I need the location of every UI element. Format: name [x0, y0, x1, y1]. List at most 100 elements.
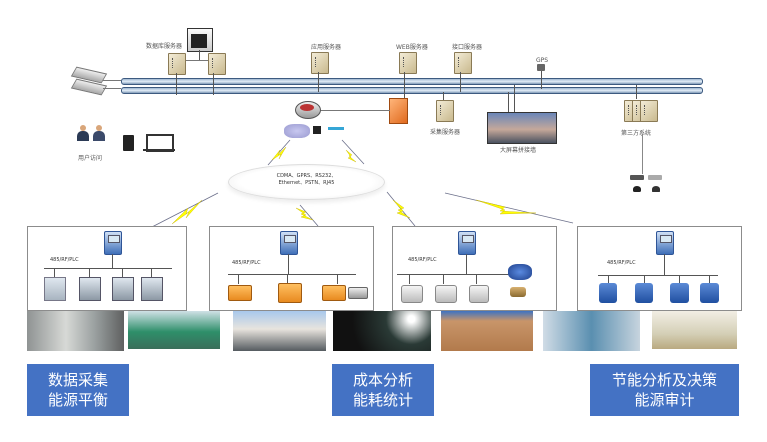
gas-meter-icon — [599, 283, 617, 303]
gas-meter-icon — [700, 283, 719, 303]
connector — [318, 72, 319, 92]
web-server-icon — [399, 52, 417, 74]
video-wall-display — [487, 112, 557, 144]
field-panel-water: 485/RF/PLC — [392, 226, 557, 311]
photo-green-glass-building — [128, 311, 220, 349]
database-server-icon — [208, 53, 226, 75]
connector — [664, 254, 665, 275]
database-server-icon — [168, 53, 186, 75]
connector — [466, 254, 467, 274]
interface-server-icon — [454, 52, 472, 74]
connector — [89, 268, 90, 277]
caption-line2: 能源审计 — [634, 391, 695, 409]
terminal-icon — [313, 126, 321, 134]
user-access-label: 用户访问 — [78, 155, 103, 162]
field-bus — [598, 275, 718, 276]
electric-meter-icon — [79, 277, 101, 301]
camera-icon — [630, 175, 644, 180]
valve-icon — [510, 287, 526, 297]
caption-line1: 成本分析 — [352, 371, 413, 389]
bus-label: 485/RF/PLC — [232, 260, 261, 266]
field-panel-electric: 485/RF/PLC — [27, 226, 187, 311]
application-server-icon — [311, 52, 329, 74]
large-water-meter-icon — [508, 264, 532, 280]
connector — [310, 110, 390, 111]
concentrator-icon — [656, 231, 674, 255]
collection-server-label: 采集服务器 — [430, 129, 461, 136]
video-wall-label: 大屏幕拼接墙 — [500, 147, 537, 154]
connector — [404, 72, 405, 122]
connector — [103, 80, 121, 81]
network-cloud: CDMA、GPRS、RS232、 Ethernet、PSTN、RJ45 — [228, 164, 385, 200]
connector — [122, 268, 123, 277]
cloud-protocols-line1: CDMA、GPRS、RS232、 — [276, 173, 337, 179]
field-bus — [44, 268, 172, 269]
laptop-icon — [146, 134, 174, 152]
caption-energy-saving: 节能分析及决策 能源审计 — [590, 364, 739, 416]
electric-meter-icon — [112, 277, 134, 301]
caption-line1: 节能分析及决策 — [611, 371, 717, 389]
connector — [460, 72, 461, 92]
photo-pump-room — [543, 311, 640, 351]
lightning-bolt-icon — [345, 149, 357, 163]
water-meter-icon — [469, 285, 489, 303]
photo-apartment-building — [441, 311, 533, 351]
connector — [508, 92, 509, 112]
wireless-link — [149, 192, 219, 229]
caption-line2: 能源平衡 — [47, 391, 108, 409]
field-panel-heat: 485/RF/PLC — [209, 226, 374, 311]
photo-street-lights-night — [333, 311, 431, 351]
connector — [112, 254, 113, 268]
electric-meter-icon — [141, 277, 163, 301]
caption-line2: 能耗统计 — [352, 391, 413, 409]
connector — [443, 274, 444, 284]
connector — [238, 274, 239, 284]
hub-icon — [328, 127, 344, 130]
connector — [288, 254, 289, 274]
connector — [54, 268, 55, 277]
lightning-bolt-icon — [271, 146, 287, 161]
connector — [199, 50, 200, 60]
network-bus-primary — [121, 78, 703, 85]
wireless-link — [299, 204, 319, 227]
application-server-label: 应用服务器 — [311, 44, 342, 51]
router-icon — [295, 101, 321, 119]
connector — [213, 73, 214, 95]
connector — [709, 275, 710, 283]
dome-camera-icon — [633, 186, 641, 192]
heat-meter-icon — [322, 285, 346, 301]
connector — [644, 275, 645, 283]
connector — [679, 275, 680, 283]
connector — [514, 85, 515, 112]
photo-office-building — [233, 311, 326, 351]
water-meter-icon — [435, 285, 457, 303]
user-icon — [93, 125, 105, 141]
connector — [176, 73, 177, 95]
photo-control-room — [652, 311, 737, 349]
lightning-bolt-icon — [392, 199, 411, 219]
field-panel-gas: 485/RF/PLC — [577, 226, 742, 311]
lightning-bolt-icon — [295, 207, 314, 221]
gps-label: GPS — [536, 57, 549, 64]
collection-server-icon — [436, 100, 454, 122]
water-meter-icon — [401, 285, 423, 303]
wireless-link — [341, 139, 365, 165]
interface-server-label: 接口服务器 — [452, 44, 483, 51]
laptop-base — [143, 149, 175, 151]
bus-label: 485/RF/PLC — [607, 260, 636, 266]
electric-meter-icon — [44, 277, 66, 301]
gas-meter-icon — [635, 283, 653, 303]
field-bus — [228, 274, 356, 275]
storage-array-icon — [187, 28, 213, 52]
heat-meter-icon — [228, 285, 252, 301]
connector — [151, 268, 152, 277]
camera-icon — [648, 175, 662, 180]
caption-line1: 数据采集 — [47, 371, 108, 389]
web-server-label: WEB服务器 — [396, 44, 428, 51]
photo-switchgear-room — [27, 311, 124, 351]
connector — [409, 274, 410, 284]
connector — [642, 134, 643, 174]
database-server-label: 数据库服务器 — [146, 43, 183, 50]
caption-cost-analysis: 成本分析 能耗统计 — [332, 364, 434, 416]
connector — [541, 71, 542, 89]
